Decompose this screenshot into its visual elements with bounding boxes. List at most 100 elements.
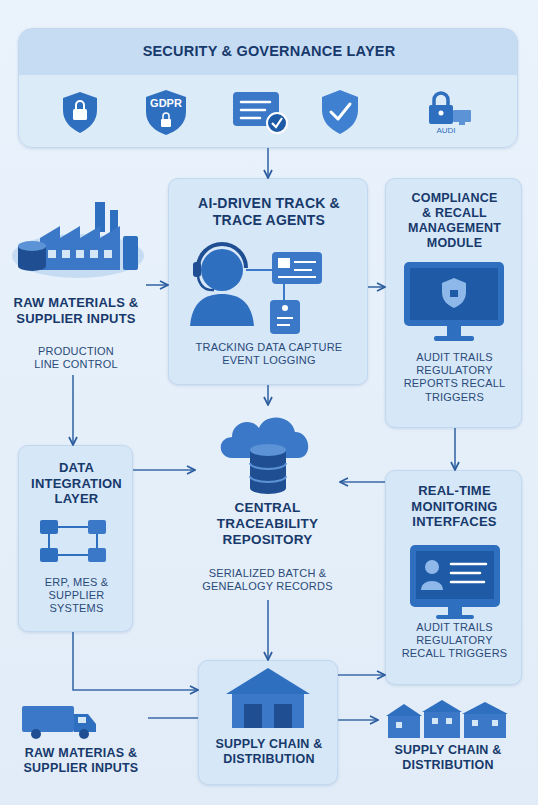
headset-mic — [198, 277, 214, 290]
node-body: AUDIT TRAILS REGULATORY RECALL TRIGGERS — [399, 621, 511, 661]
connector-arrow — [267, 148, 269, 178]
node-heading: RAW MATERIALS & SUPPLIER INPUTS — [7, 295, 145, 326]
monitor-frame — [410, 545, 500, 607]
connector-arrow — [146, 284, 168, 286]
process-box: DATA INTEGRATION LAYERERP, MES & SUPPLIE… — [18, 445, 133, 632]
cloud-icon — [221, 418, 308, 458]
warehouse-door — [244, 704, 262, 728]
shield-icon — [442, 278, 466, 308]
keyhole — [439, 111, 444, 116]
card-photo — [278, 258, 290, 268]
monitor-screen — [410, 268, 498, 320]
user-body — [421, 581, 443, 590]
monitor-base — [436, 615, 474, 619]
monitor-screen — [416, 551, 494, 599]
storage-tank — [123, 236, 138, 270]
flow-lines — [49, 527, 97, 555]
connector-arrow — [368, 286, 385, 288]
check-badge — [267, 113, 287, 133]
connector-arrow — [133, 469, 195, 471]
check-mark — [272, 118, 282, 127]
chimney — [110, 210, 118, 232]
connector-arrow — [454, 428, 456, 470]
node-heading: COMPLIANCE & RECALL MANAGEMENT MODULE — [407, 191, 503, 251]
process-box: REAL-TIME MONITORING INTERFACES AUDIT TRA… — [385, 470, 522, 685]
building-body — [388, 716, 420, 738]
user-head — [425, 560, 439, 574]
connector-arrow — [267, 600, 269, 660]
monitor-frame — [404, 262, 504, 326]
agent-head — [201, 249, 243, 291]
chimney — [95, 202, 105, 232]
icon-node: RAW MATERIAS & SUPPLIER INPUTS — [14, 700, 148, 785]
connector-arrow — [340, 481, 385, 483]
node-heading: REAL-TIME MONITORING INTERFACES — [395, 483, 515, 530]
warehouse-body — [232, 694, 304, 728]
lock-shackle — [76, 101, 84, 109]
node-heading: AI-DRIVEN TRACK & TRACE AGENTS — [179, 195, 359, 229]
connector-arrow — [72, 375, 74, 445]
icon-label: GDPR — [146, 97, 186, 109]
headset-cup — [193, 262, 201, 277]
lock-body — [73, 109, 87, 120]
icon-label: AUDI — [428, 127, 464, 136]
factory-backdrop — [12, 234, 144, 278]
mini-monitor — [453, 110, 471, 122]
monitor-stand — [447, 326, 461, 336]
building-roof — [422, 700, 462, 712]
link-line — [283, 284, 285, 300]
factory-building — [40, 226, 120, 270]
connector-arrow — [73, 632, 198, 690]
database-cylinder — [18, 246, 46, 271]
building-roof — [462, 702, 508, 714]
connector-arrow — [148, 717, 198, 719]
flow-box — [88, 548, 106, 562]
database-cylinder — [250, 450, 286, 494]
icon-node: CENTRAL TRACEABILITY REPOSITORYSERIALIZE… — [195, 405, 340, 600]
connector-arrow — [338, 674, 385, 676]
monitor-stand — [448, 607, 462, 615]
shield-icon — [63, 92, 97, 133]
truck-wheel — [31, 729, 41, 739]
document-lines — [241, 102, 270, 118]
mini-monitor-stand — [459, 122, 465, 125]
connector-arrow — [267, 385, 269, 405]
warehouse-door — [274, 704, 292, 728]
tag-hole — [282, 305, 288, 311]
process-box: AI-DRIVEN TRACK & TRACE AGENTS TRACKING D… — [168, 178, 368, 385]
flow-box — [40, 548, 58, 562]
truck-wheel — [79, 729, 89, 739]
building-body — [424, 712, 460, 738]
node-body: PRODUCTION LINE CONTROL — [26, 345, 126, 371]
truck-cargo — [22, 706, 74, 732]
node-body: TRACKING DATA CAPTURE EVENT LOGGING — [187, 341, 352, 367]
node-body: ERP, MES & SUPPLIER SYSTEMS — [37, 576, 117, 616]
link-line — [246, 269, 272, 271]
node-heading: SUPPLY CHAIN & DISTRIBUTION — [378, 743, 518, 773]
card-lines — [278, 262, 316, 277]
flow-box — [88, 520, 106, 534]
connector-arrow — [338, 719, 378, 721]
factory-windows — [48, 250, 112, 258]
screen-lines — [451, 564, 486, 582]
node-body: AUDIT TRAILS REGULATORY REPORTS RECALL T… — [399, 351, 511, 404]
truck-window — [78, 717, 86, 723]
node-heading: CENTRAL TRACEABILITY REPOSITORY — [195, 500, 340, 549]
node-heading: SUPPLY CHAIN & DISTRIBUTION — [204, 737, 334, 767]
check-mark — [331, 104, 350, 119]
truck-cab — [74, 714, 96, 732]
icon-node: RAW MATERIALS & SUPPLIER INPUTS PRODUCTIO… — [6, 195, 146, 375]
trace-tag — [270, 300, 300, 334]
shield-icon — [322, 90, 358, 134]
flow-box — [40, 520, 58, 534]
database-top — [250, 444, 286, 456]
node-heading: RAW MATERIAS & SUPPLIER INPUTS — [14, 746, 148, 776]
lock-shackle — [163, 113, 169, 119]
database-top — [18, 241, 46, 251]
building-body — [464, 714, 506, 738]
lock-body — [429, 105, 453, 124]
database-bands — [250, 463, 286, 482]
